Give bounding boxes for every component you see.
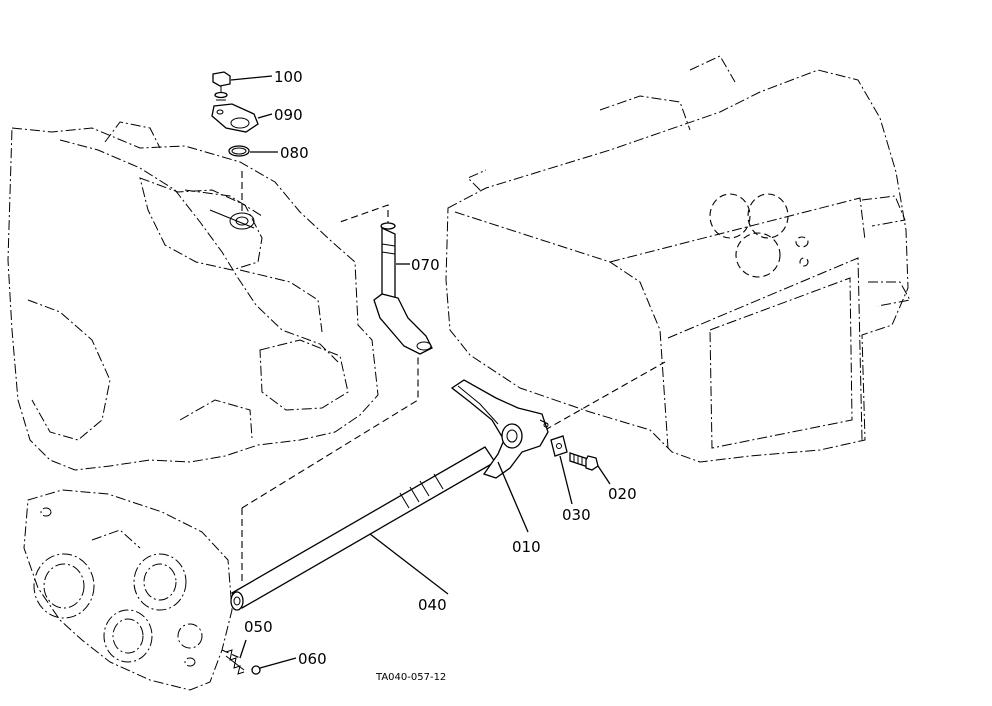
callout-030: 030 (562, 506, 591, 524)
callout-050: 050 (244, 618, 273, 636)
shift-fork-010 (450, 379, 549, 479)
callout-100: 100 (274, 68, 303, 86)
callout-070: 070 (411, 256, 440, 274)
callout-080: 080 (280, 144, 309, 162)
lock-plate-030 (550, 435, 568, 457)
assembly-lines (221, 168, 666, 659)
o-ring-080 (228, 145, 250, 157)
callout-060: 060 (298, 650, 327, 668)
leader-lines (230, 75, 611, 669)
screw-020 (569, 452, 599, 471)
ball-060 (251, 665, 261, 675)
plate-090 (211, 103, 259, 133)
drawing-code: TA040-057-12 (375, 672, 446, 683)
callout-labels: 100 090 080 070 010 030 020 040 050 060 … (244, 68, 637, 683)
callout-010: 010 (512, 538, 541, 556)
callout-040: 040 (418, 596, 447, 614)
callout-090: 090 (274, 106, 303, 124)
shift-rod-040 (230, 446, 496, 611)
front-cover (23, 489, 233, 691)
callout-020: 020 (608, 485, 637, 503)
bolt-100 (212, 71, 231, 101)
spring-050 (225, 649, 245, 675)
left-transmission-case (7, 121, 379, 471)
shift-shaft-070 (373, 222, 433, 355)
right-transmission-case (445, 55, 911, 463)
